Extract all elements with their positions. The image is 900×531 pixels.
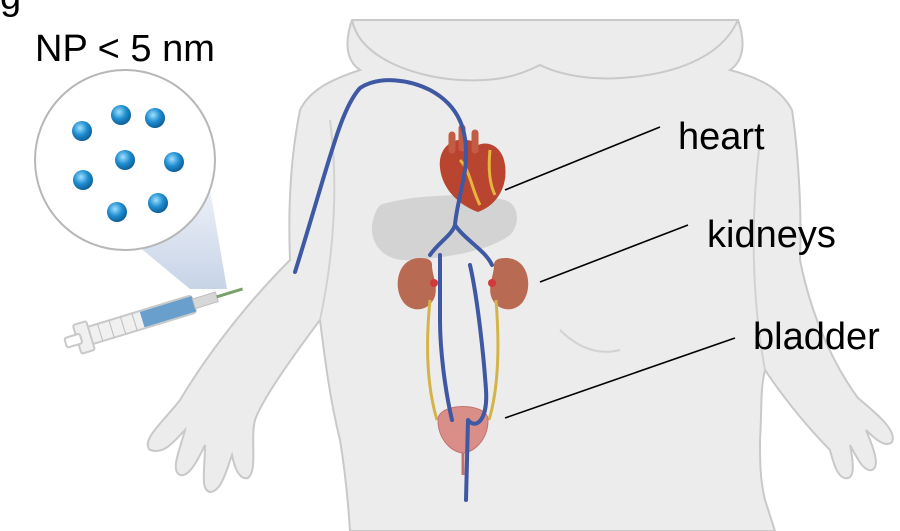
label-heart: heart — [678, 118, 765, 156]
label-bladder: bladder — [753, 318, 880, 356]
label-kidneys: kidneys — [707, 216, 836, 254]
nanoparticle-caption: NP < 5 nm — [35, 30, 215, 68]
